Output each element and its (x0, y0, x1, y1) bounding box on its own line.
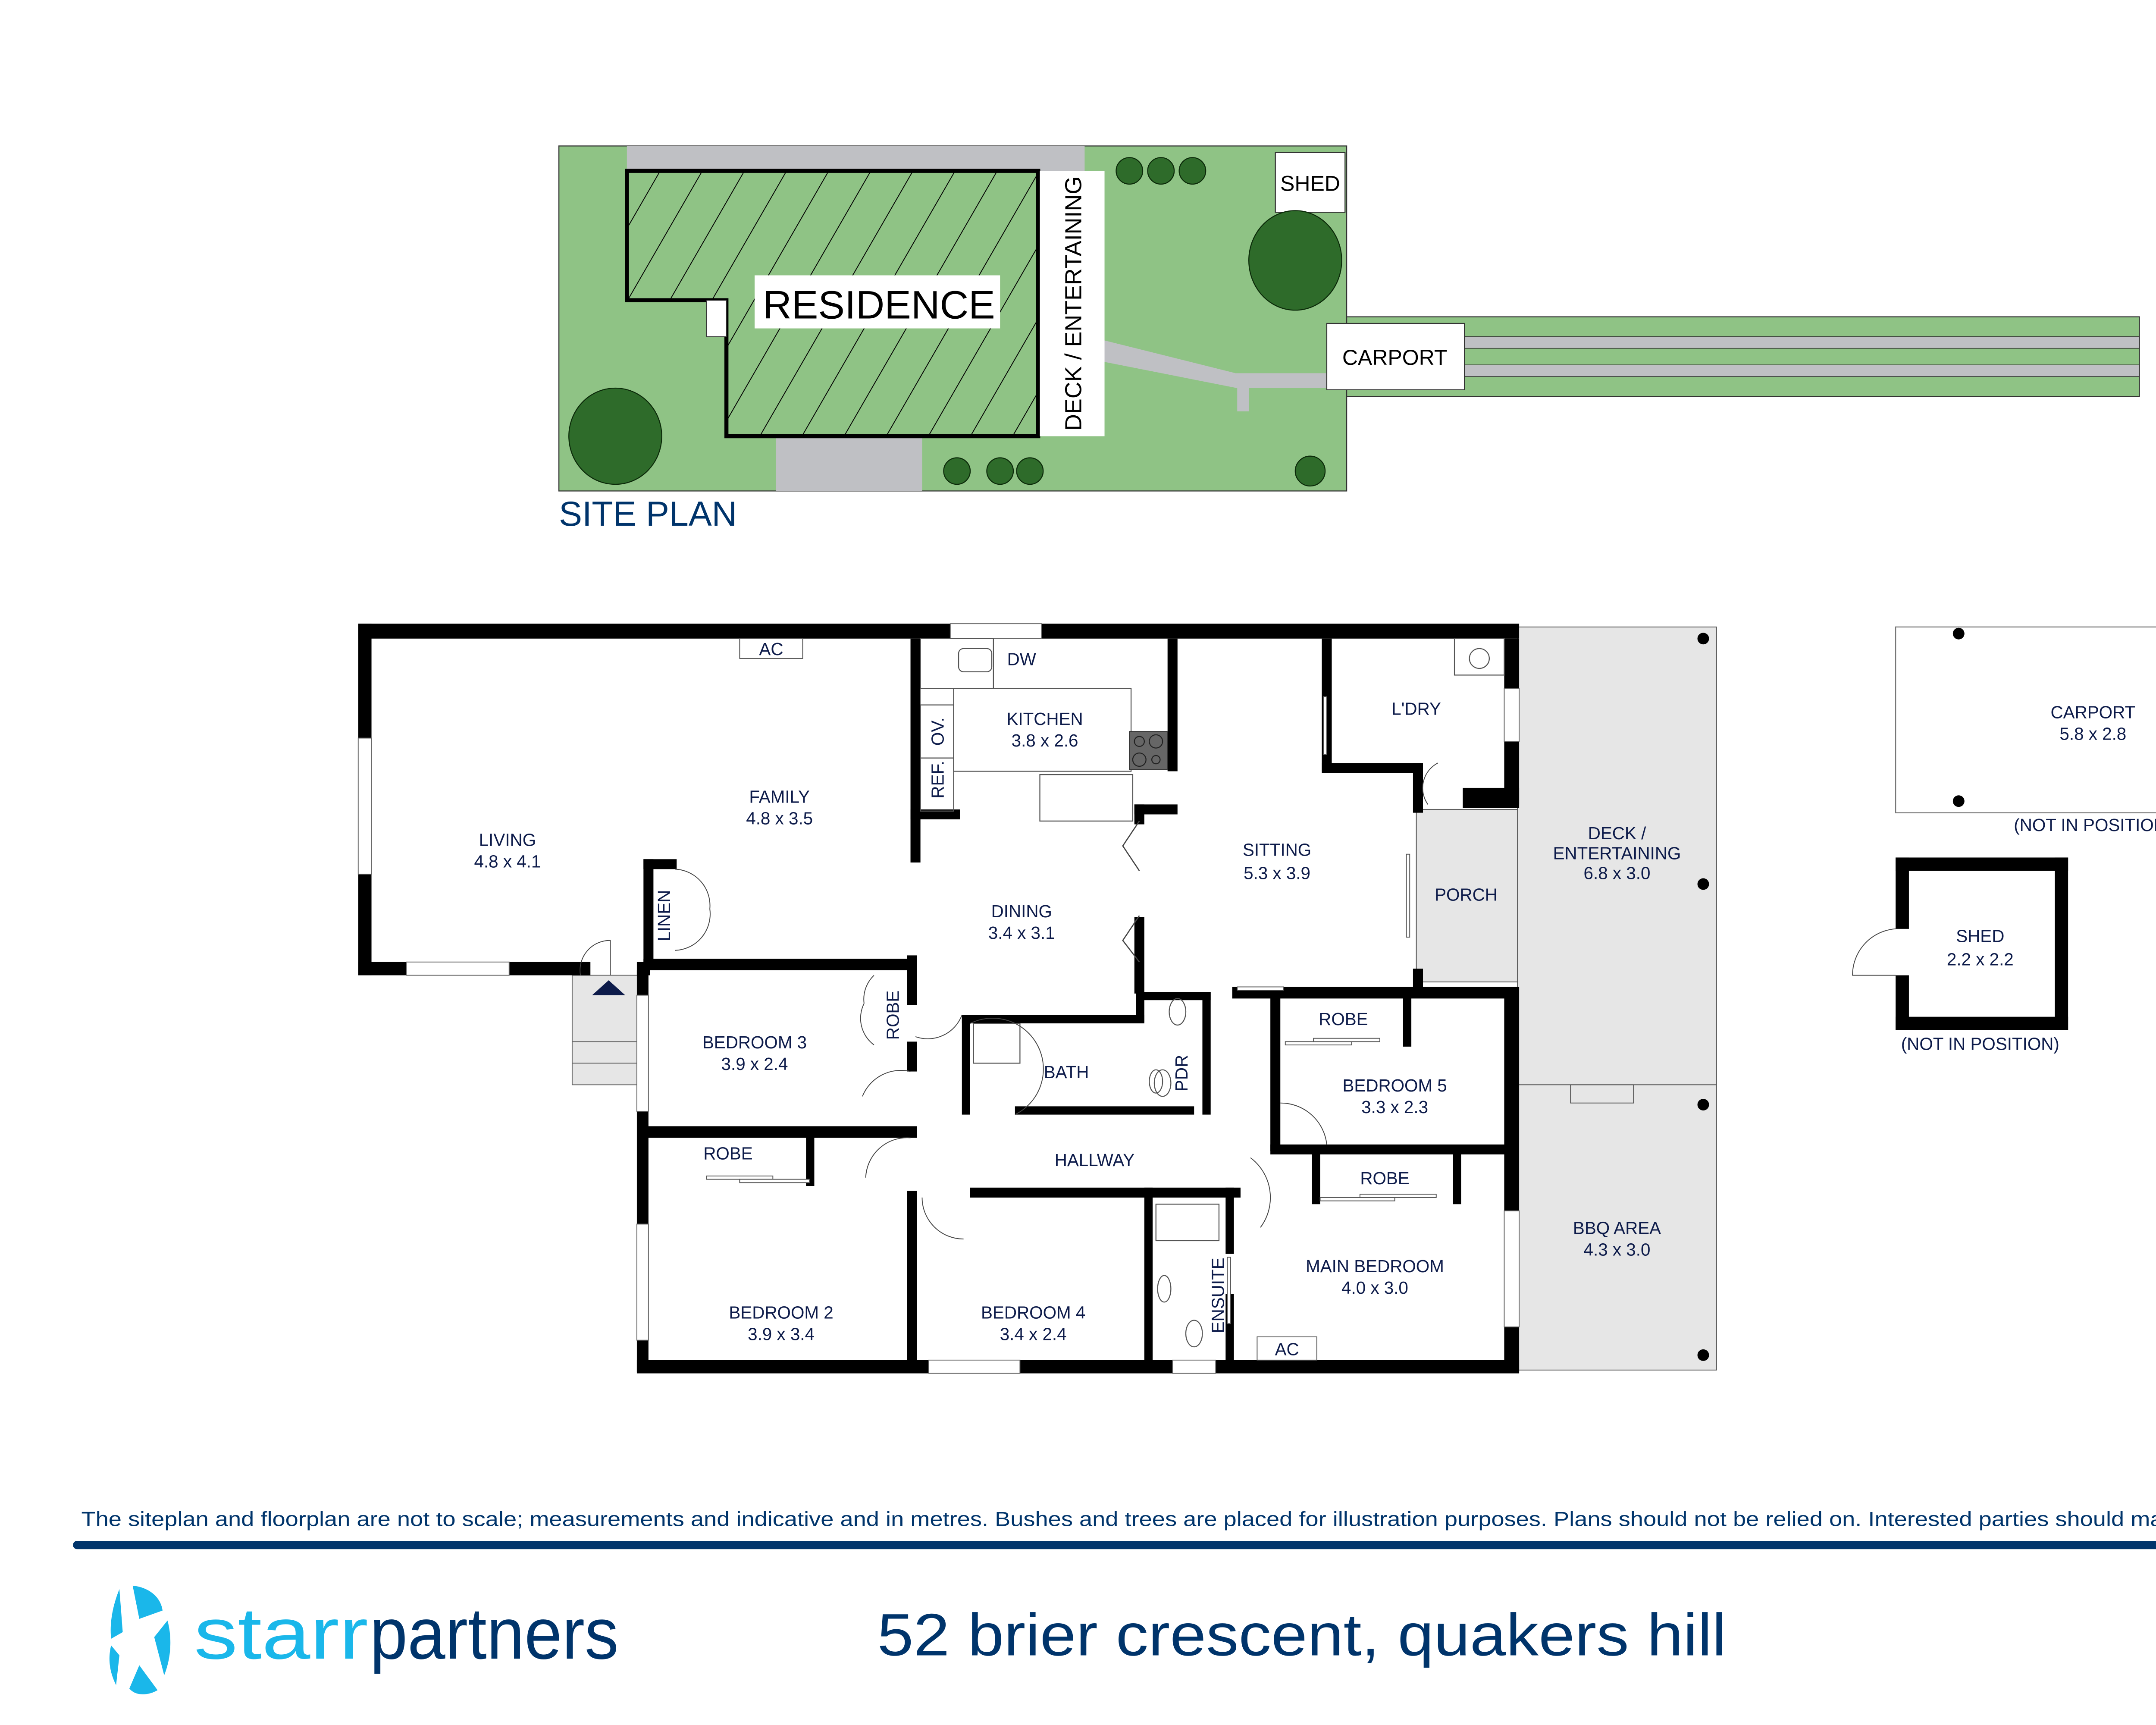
site-shed-label: SHED (1280, 171, 1340, 195)
floor-plan: LIVING 4.8 x 4.1 FAMILY 4.8 x 3.5 KITCHE… (357, 623, 1896, 1374)
room-bbq-name: BBQ AREA (1573, 1218, 1661, 1238)
site-residence-label: RESIDENCE (763, 282, 995, 327)
room-dining-name: DINING (991, 901, 1052, 921)
room-deck-name-1: DECK / (1588, 823, 1646, 843)
disclaimer-text: The siteplan and floorplan are not to sc… (81, 1508, 2156, 1530)
fixture-ac-family: AC (759, 639, 783, 659)
site-carport-label: CARPORT (1342, 345, 1448, 370)
room-main-bedroom-name: MAIN BEDROOM (1306, 1256, 1444, 1276)
room-bbq-size: 4.3 x 3.0 (1584, 1240, 1651, 1260)
room-ensuite-name: ENSUITE (1208, 1258, 1228, 1333)
fixture-oven: OV. (928, 717, 947, 746)
room-family-name: FAMILY (749, 787, 810, 807)
room-bath-name: BATH (1044, 1062, 1089, 1082)
room-robe-b5-name: ROBE (1319, 1009, 1368, 1029)
site-plan-title: SITE PLAN (559, 495, 737, 533)
room-sitting-size: 5.3 x 3.9 (1244, 863, 1310, 883)
site-driveway-track-2 (1464, 364, 2140, 377)
carport-outline (1895, 626, 2156, 813)
carport-size: 5.8 x 2.8 (2059, 724, 2126, 743)
outbuildings: CARPORT 5.8 x 2.8 (NOT IN POSITION) SHED… (1895, 626, 2156, 1054)
room-bedroom5-size: 3.3 x 2.3 (1361, 1097, 1428, 1117)
tree-icon (568, 157, 1342, 487)
site-deck-label: DECK / ENTERTAINING (1061, 176, 1087, 431)
fixture-ac-main: AC (1275, 1339, 1299, 1359)
room-deck-name-2: ENTERTAINING (1553, 843, 1681, 863)
room-family-size: 4.8 x 3.5 (746, 809, 813, 828)
site-path (1103, 340, 1327, 411)
room-robe-main-name: ROBE (1360, 1168, 1409, 1188)
room-bedroom2-size: 3.9 x 3.4 (748, 1324, 815, 1344)
brand-name-part2: partners (370, 1593, 619, 1674)
room-bedroom4-name: BEDROOM 4 (981, 1303, 1085, 1323)
room-robe-b2-name: ROBE (703, 1143, 752, 1163)
site-paving-bottom (776, 436, 922, 491)
shed-size: 2.2 x 2.2 (1947, 949, 2014, 969)
starr-partners-logo-icon (109, 1585, 171, 1694)
room-linen-name: LINEN (654, 890, 674, 941)
footer: The siteplan and floorplan are not to sc… (73, 1508, 2156, 1694)
room-robe-b3-name: ROBE (883, 991, 903, 1040)
room-bedroom3-size: 3.9 x 2.4 (721, 1054, 788, 1074)
room-bedroom2-name: BEDROOM 2 (729, 1303, 833, 1323)
carport-note: (NOT IN POSITION) (2014, 815, 2156, 835)
room-laundry-name: L'DRY (1391, 699, 1441, 719)
room-pdr-name: PDR (1172, 1055, 1191, 1091)
room-kitchen-name: KITCHEN (1006, 709, 1083, 729)
room-dining-size: 3.4 x 3.1 (988, 923, 1055, 943)
fixture-dishwasher: DW (1007, 649, 1036, 669)
site-driveway-track-1 (1464, 336, 2140, 349)
site-carport (1326, 323, 1465, 390)
room-living-size: 4.8 x 4.1 (474, 852, 541, 872)
porch-area (1416, 809, 1518, 982)
room-kitchen-size: 3.8 x 2.6 (1012, 731, 1078, 750)
footer-divider (73, 1541, 2156, 1549)
fixture-fridge: REF. (928, 761, 947, 799)
bbq-area (1517, 1084, 1717, 1371)
entry-arrow-icon (592, 980, 625, 995)
brand-name-part1: starr (194, 1593, 368, 1674)
site-deck (1040, 171, 1105, 436)
deck-area (1517, 626, 1717, 1085)
site-driveway-strip (1346, 316, 2140, 397)
room-living-name: LIVING (479, 830, 536, 850)
room-deck-size: 6.8 x 3.0 (1584, 863, 1651, 883)
shed-walls (1896, 857, 2068, 1030)
shed-note: (NOT IN POSITION) (1901, 1034, 2059, 1054)
site-shed (1275, 152, 1346, 213)
room-bedroom4-size: 3.4 x 2.4 (1000, 1324, 1067, 1344)
room-bedroom3-name: BEDROOM 3 (702, 1032, 807, 1052)
room-sitting-name: SITTING (1243, 840, 1311, 860)
site-paving-top (627, 146, 1085, 171)
property-address: 52 brier crescent, quakers hill (877, 1602, 1727, 1668)
room-hallway-name: HALLWAY (1055, 1150, 1135, 1170)
site-plan: RESIDENCE DECK / ENTERTAINING SHED CARPO… (558, 145, 2140, 533)
shed-name: SHED (1956, 926, 2004, 946)
room-main-bedroom-size: 4.0 x 3.0 (1341, 1278, 1408, 1298)
carport-name: CARPORT (2051, 702, 2136, 722)
room-porch-name: PORCH (1435, 884, 1498, 904)
room-bedroom5-name: BEDROOM 5 (1342, 1076, 1447, 1095)
cooktop-icon (1129, 731, 1168, 770)
